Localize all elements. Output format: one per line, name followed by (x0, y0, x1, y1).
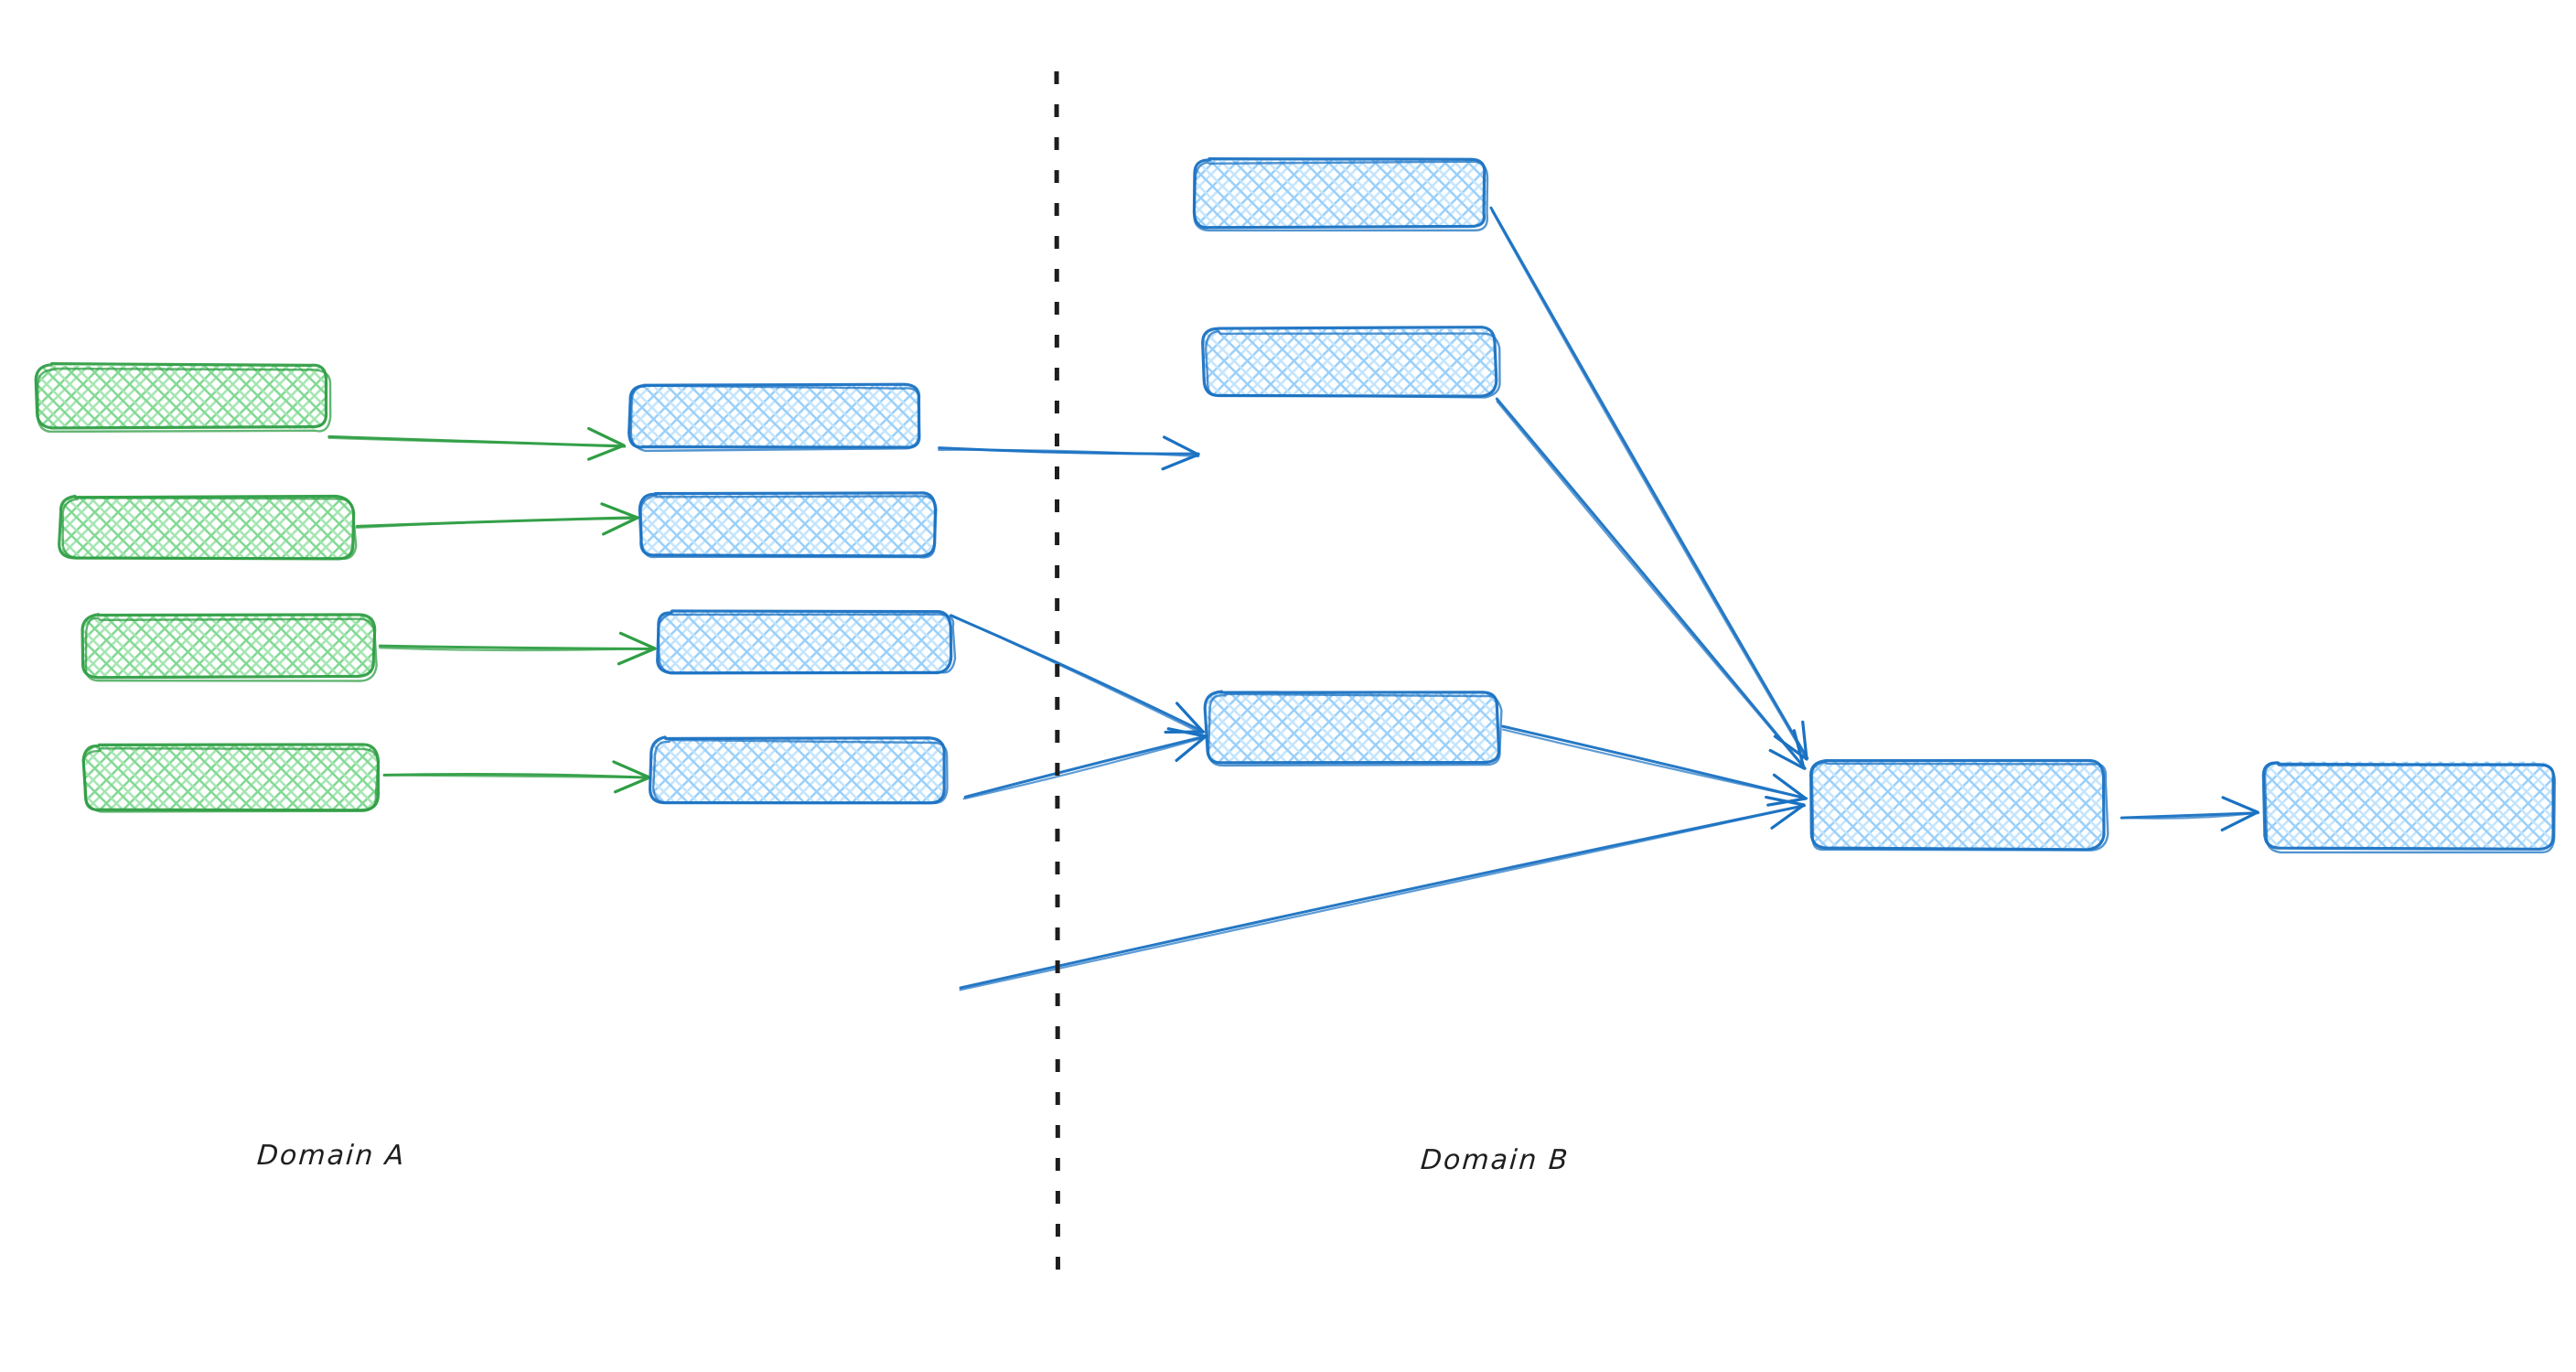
edge-a-src-2-to-a-mid-2 (355, 502, 639, 536)
domain-a-label: Domain A (255, 1140, 407, 1172)
node-b-1[interactable] (1192, 157, 1489, 232)
node-a-src-4[interactable] (81, 743, 381, 813)
edge-a-mid-2-to-b-3 (949, 614, 1206, 735)
edge-a-src-4-to-a-mid-4 (382, 760, 652, 794)
edges-layer (327, 206, 2260, 991)
node-b-out[interactable] (2261, 761, 2557, 854)
domain-divider-line (1054, 70, 1060, 1281)
edge-b-agg-to-b-out (2120, 796, 2260, 832)
edge-a-mid-3-to-b-3 (962, 727, 1208, 800)
edge-a-mid-4-to-b-agg (959, 795, 1807, 991)
node-a-src-3[interactable] (80, 613, 378, 682)
edge-b-3-to-b-agg (1501, 724, 1809, 807)
edge-b-1-to-b-agg (1489, 206, 1809, 761)
node-b-2[interactable] (1201, 326, 1501, 399)
divider-layer (1054, 70, 1060, 1281)
domain-b-label: Domain B (1419, 1144, 1571, 1176)
edge-b-2-to-b-agg (1495, 397, 1807, 770)
node-b-agg[interactable] (1809, 758, 2109, 852)
edge-a-src-3-to-a-mid-3 (378, 631, 657, 666)
node-a-src-1[interactable] (34, 362, 332, 434)
nodes-layer (34, 157, 2557, 854)
node-a-mid-1[interactable] (628, 382, 921, 453)
node-a-mid-4[interactable] (649, 735, 949, 805)
node-a-mid-2[interactable] (638, 491, 938, 559)
node-b-3[interactable] (1203, 690, 1503, 767)
node-a-src-2[interactable] (58, 494, 358, 561)
edge-a-mid-1-to-b-2 (938, 435, 1200, 471)
edge-a-src-1-to-a-mid-1 (327, 426, 627, 461)
node-a-mid-3[interactable] (656, 609, 957, 675)
